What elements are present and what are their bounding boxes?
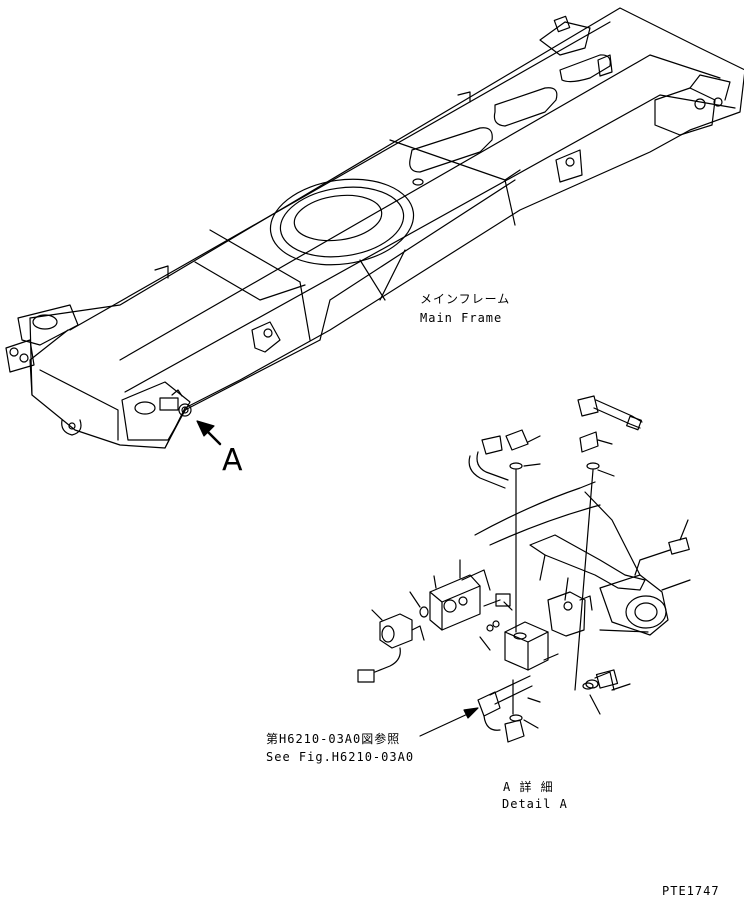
view-letter-a: A	[222, 443, 243, 478]
detail-a-label-en: Detail A	[502, 797, 568, 811]
main-frame-label-jp: メインフレーム	[420, 292, 511, 306]
drawing-number: PTE1747	[662, 884, 720, 898]
view-arrow-a	[197, 421, 220, 444]
see-fig-label-jp: 第H6210-03A0図参照	[266, 732, 401, 746]
detail-a-label-jp: A 詳 細	[503, 780, 554, 794]
main-frame-label-en: Main Frame	[420, 311, 503, 325]
see-fig-label-en: See Fig.H6210-03A0	[266, 750, 415, 764]
main-frame	[6, 8, 744, 448]
reference-leader	[420, 708, 478, 736]
detail-a-assembly	[358, 396, 690, 742]
